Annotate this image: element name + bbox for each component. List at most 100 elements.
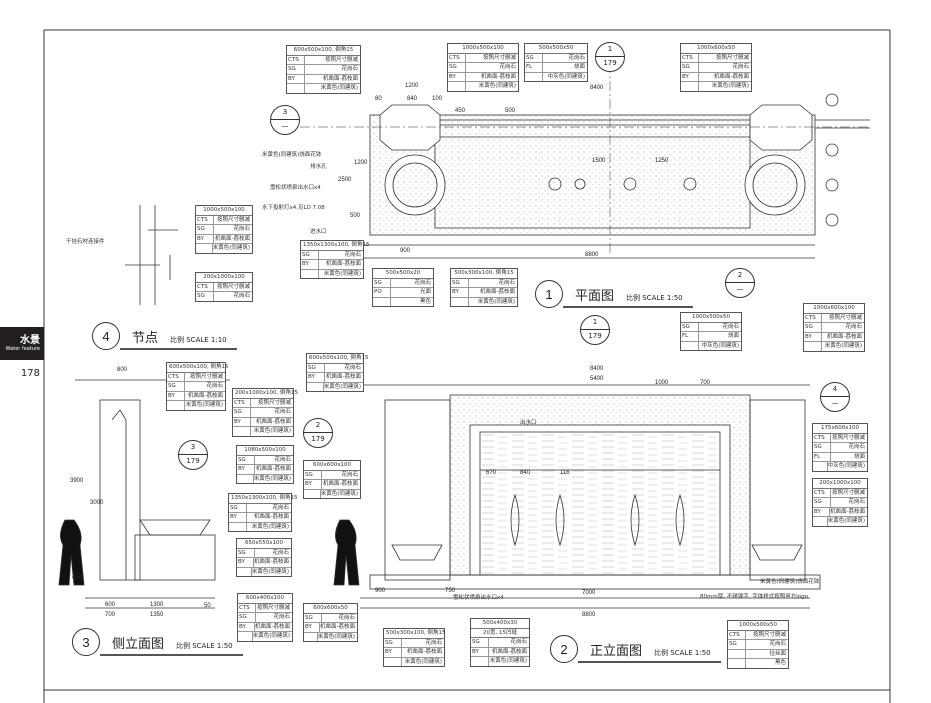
material-spec: 600x500x100, 倒角15 [287, 46, 360, 56]
marker-sheet: — [736, 285, 744, 293]
material-row: 米黄色(同建筑) [307, 382, 363, 391]
material-row: 米黄色(同建筑) [237, 567, 291, 576]
material-value: 花岗石 [499, 64, 516, 70]
material-code [373, 297, 391, 306]
material-code: CTS [804, 313, 822, 322]
material-code: BY [301, 260, 319, 269]
side-elevation [58, 379, 230, 609]
material-code: BY [681, 72, 699, 81]
material-row: 中灰色(同建筑) [681, 341, 741, 350]
dimension-label: 670 [486, 470, 497, 476]
material-value: 花岗石 [848, 444, 865, 450]
annotation-note: 80mm厚, 不锈钢字, 字体样式按照甲方logo [700, 594, 808, 600]
material-row: 米黄色(同建筑) [196, 244, 252, 253]
material-value: 机凿面-荔枝面 [320, 624, 355, 630]
material-value: 花岗石 [273, 614, 290, 620]
marker-sheet: 179 [603, 59, 617, 67]
material-row: 米黄色(同建筑) [301, 269, 363, 278]
material-code: SG [301, 250, 319, 259]
view-name: 节点 [120, 327, 171, 350]
dimension-label: 700 [105, 612, 116, 618]
material-spec: 175x600x100 [813, 424, 867, 434]
dimension-label: 3000 [90, 500, 104, 506]
material-code: PO [373, 288, 391, 297]
dimension-label: 5400 [590, 376, 604, 382]
material-row: 米黄色(同建筑) [237, 474, 293, 483]
material-value: 花岗石 [568, 54, 585, 61]
view-number: 1 [535, 280, 563, 308]
material-value: 米黄色(同建筑) [320, 85, 358, 91]
material-code [451, 297, 469, 306]
material-value: 按照尺寸删减 [256, 604, 290, 611]
material-value: 米黄色(同建筑) [323, 383, 361, 390]
material-value: 花岗石 [272, 549, 289, 556]
material-spec: 1000x500x100 [448, 44, 518, 54]
dimension-label: 1300 [150, 602, 164, 608]
material-value: 花岗石 [425, 639, 442, 646]
material-value: 机凿面-荔枝面 [326, 374, 361, 380]
material-value: 机凿面-荔枝面 [830, 508, 865, 515]
dimension-label: 1500 [592, 158, 606, 164]
material-code: BY [238, 622, 255, 631]
material-code: BY [813, 507, 830, 516]
section-title-cn: 水景 [20, 335, 40, 346]
view-scale: 比例 SCALE 1:50 [626, 293, 693, 308]
material-code: SG [238, 613, 256, 622]
material-value: 花岗石 [274, 456, 291, 463]
dimension-label: 800 [117, 367, 128, 373]
material-code: SG [307, 363, 325, 372]
material-spec: 200x1000x100 [813, 479, 867, 489]
annotation-note: 排水孔 [310, 164, 327, 170]
dimension-label: 500 [350, 213, 361, 219]
material-spec: 1000x600x100 [804, 304, 864, 314]
dimension-label: 2500 [338, 177, 352, 183]
marker-sheet: — [831, 399, 839, 407]
material-row: SG 花岗石 [238, 613, 292, 623]
material-code [813, 462, 828, 471]
material-value: 米黄色(同建筑) [824, 343, 862, 349]
material-code: SG [233, 408, 251, 417]
dimension-label: 8800 [585, 252, 599, 258]
material-spec: 600x600x100 [304, 461, 360, 471]
material-code: SG [229, 503, 247, 512]
material-value: 花岗石 [769, 641, 786, 647]
material-value: 按照尺寸删减 [482, 54, 516, 61]
material-code: BY [307, 373, 325, 382]
material-row: 米黄色(同建筑) [804, 342, 864, 351]
dimension-label: 900 [400, 248, 411, 254]
material-row: 米黄色(同建筑) [813, 517, 867, 526]
material-code: SG [287, 65, 305, 74]
material-row: 中灰色(同建筑) [525, 72, 587, 81]
material-spec: 500x300x100, 倒角15 [451, 269, 517, 279]
view-scale: 比例 SCALE 1:50 [654, 648, 721, 663]
material-code [813, 517, 828, 526]
material-value: 烧面 [853, 453, 865, 460]
material-code: SG [451, 278, 469, 287]
dimension-label: 8800 [582, 612, 596, 618]
material-code: BY [196, 234, 214, 243]
material-spec: 500x400x30 [471, 619, 529, 629]
material-spec: 600x400x100 [238, 594, 292, 604]
